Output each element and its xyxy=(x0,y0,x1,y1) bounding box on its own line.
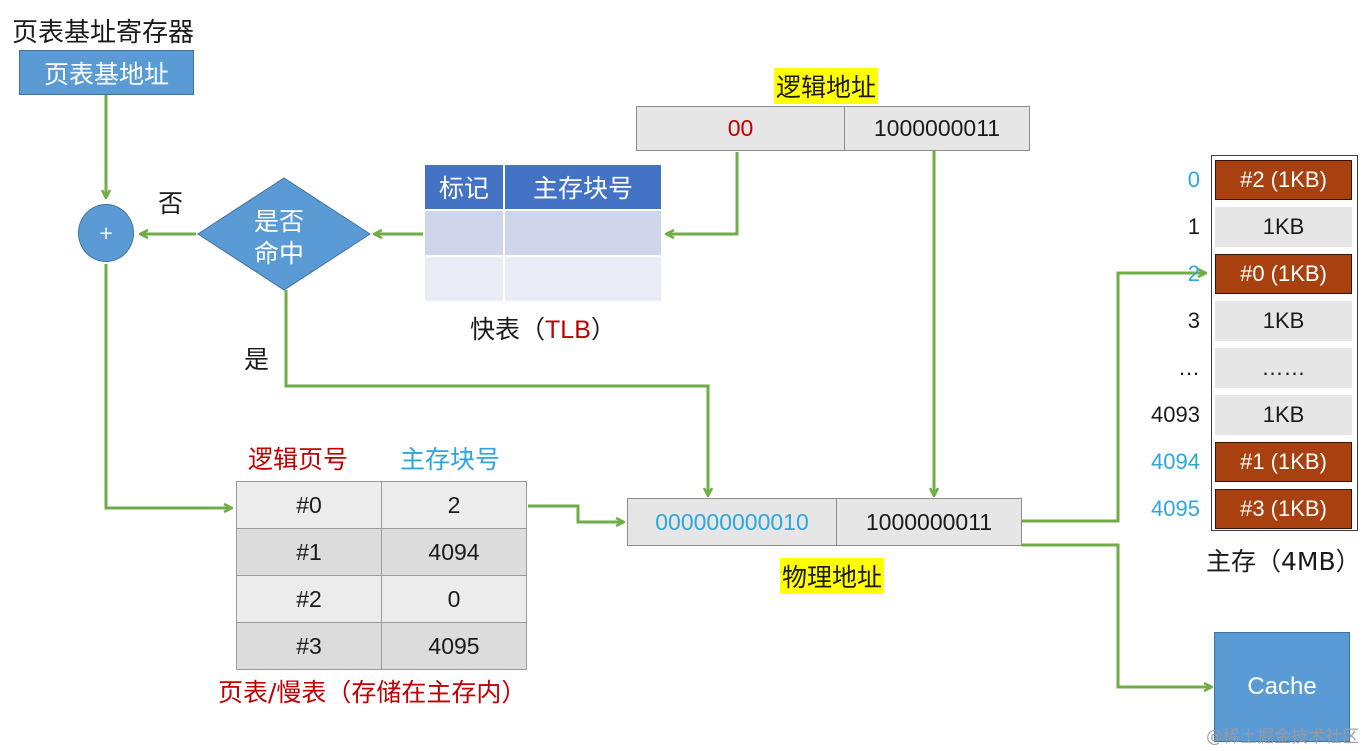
tlb-cell xyxy=(503,209,663,257)
tlb-table: 标记 主存块号 xyxy=(423,163,663,303)
tlb-cell xyxy=(423,209,505,257)
adder-circle: + xyxy=(78,204,134,262)
memory-block: …… xyxy=(1215,348,1352,388)
decision-line2: 命中 xyxy=(254,239,305,268)
memory-block-used: #1 (1KB) xyxy=(1215,442,1352,482)
tlb-header-frame: 主存块号 xyxy=(503,163,663,211)
watermark: @稀土掘金技术社区 xyxy=(1206,727,1359,747)
memory-index-label: 4094 xyxy=(1151,449,1200,474)
memory-index-label: 2 xyxy=(1187,261,1200,286)
tlb-caption-highlight: TLB xyxy=(545,316,591,344)
frame-cell: 4094 xyxy=(381,528,527,576)
base-address-box: 页表基地址 xyxy=(19,50,194,95)
decision-line1: 是否 xyxy=(254,207,305,236)
page-cell: #3 xyxy=(236,622,382,670)
tlb-caption-suffix: ） xyxy=(590,315,616,344)
decision-diamond xyxy=(197,177,371,291)
arrow-page-table-to-physical xyxy=(528,504,624,522)
tlb-caption-prefix: 快表（ xyxy=(470,315,546,344)
memory-block-used: #2 (1KB) xyxy=(1215,160,1352,200)
memory-block-used: #3 (1KB) xyxy=(1215,489,1352,529)
base-register-title: 页表基址寄存器 xyxy=(12,18,195,48)
memory-index-label: … xyxy=(1178,355,1200,380)
frame-cell: 4095 xyxy=(381,622,527,670)
memory-block: 1KB xyxy=(1215,301,1352,341)
memory-block: 1KB xyxy=(1215,395,1352,435)
physical-frame-bits: 000000000010 xyxy=(627,498,837,546)
no-label: 否 xyxy=(158,189,184,218)
memory-index-label: 4095 xyxy=(1151,496,1200,521)
logical-offset-bits: 1000000011 xyxy=(844,106,1030,151)
yes-label: 是 xyxy=(244,345,270,374)
memory-index-label: 3 xyxy=(1187,308,1200,333)
frame-cell: 2 xyxy=(381,481,527,529)
memory-index-label: 0 xyxy=(1187,167,1200,192)
adder-symbol: + xyxy=(98,222,114,244)
memory-block-used: #0 (1KB) xyxy=(1215,254,1352,294)
memory-index-label: 1 xyxy=(1187,214,1200,239)
memory-index-label: 4093 xyxy=(1151,402,1200,427)
page-table-caption: 页表/慢表（存储在主存内） xyxy=(218,678,527,707)
physical-offset-bits: 1000000011 xyxy=(836,498,1022,546)
frame-cell: 0 xyxy=(381,575,527,623)
page-cell: #0 xyxy=(236,481,382,529)
memory-block: 1KB xyxy=(1215,207,1352,247)
logical-address-title: 逻辑地址 xyxy=(774,68,879,104)
arrow-decision-yes-to-physical xyxy=(284,290,708,496)
page-cell: #1 xyxy=(236,528,382,576)
tlb-caption: 快表（TLB） xyxy=(470,310,616,346)
arrow-physical-to-memory xyxy=(1022,273,1206,523)
physical-address-title: 物理地址 xyxy=(780,558,885,594)
tlb-cell xyxy=(503,255,663,303)
cache-box: Cache xyxy=(1214,632,1350,742)
page-table-header-page: 逻辑页号 xyxy=(248,445,349,474)
arrow-adder-to-page-table xyxy=(104,264,232,508)
main-memory-caption: 主存（4MB） xyxy=(1206,547,1361,576)
logical-page-bits: 00 xyxy=(636,106,845,151)
tlb-header-tag: 标记 xyxy=(423,163,505,211)
arrow-physical-to-cache xyxy=(1022,543,1212,687)
tlb-cell xyxy=(423,255,505,303)
page-cell: #2 xyxy=(236,575,382,623)
arrow-logical-page-to-tlb xyxy=(666,152,739,234)
page-table-header-frame: 主存块号 xyxy=(400,445,501,474)
